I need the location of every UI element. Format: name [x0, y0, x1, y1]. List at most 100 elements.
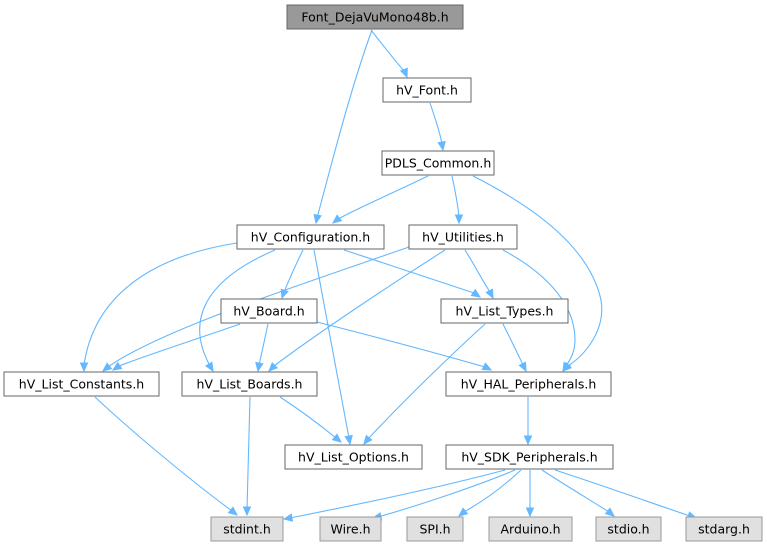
- edge-arrowhead: [111, 361, 123, 371]
- node-label: hV_List_Boards.h: [197, 377, 303, 392]
- node-pdls_common[interactable]: PDLS_Common.h: [381, 150, 495, 176]
- node-box: [319, 516, 382, 542]
- node-box: [3, 371, 160, 397]
- edge-arrowhead: [399, 67, 408, 79]
- node-hv_board[interactable]: hV_Board.h: [220, 298, 318, 324]
- edge-hv_list_boards-to-hv_list_options: [279, 396, 342, 443]
- node-label: stdarg.h: [698, 522, 750, 537]
- node-label: Arduino.h: [500, 522, 560, 537]
- node-spi: SPI.h: [406, 516, 464, 542]
- node-hv_list_types[interactable]: hV_List_Types.h: [440, 298, 569, 324]
- edge-line: [463, 469, 522, 513]
- edge-arrowhead: [437, 140, 446, 152]
- edge-arrowhead: [79, 362, 89, 373]
- node-hv_configuration[interactable]: hV_Configuration.h: [236, 224, 385, 250]
- edge-hv_list_constants-to-stdint: [94, 396, 238, 516]
- edge-arrowhead: [485, 288, 494, 300]
- edge-line: [464, 249, 491, 293]
- edge-line: [273, 249, 446, 367]
- edge-hv_board-to-hv_list_boards: [255, 323, 269, 373]
- node-label: hV_List_Types.h: [456, 304, 554, 319]
- node-wire: Wire.h: [319, 516, 382, 542]
- edge-hv_sdk_peripherals-to-stdarg: [554, 469, 698, 520]
- edge-font_dejavu-to-hv_font: [370, 29, 408, 79]
- edge-line: [429, 102, 443, 145]
- edge-line: [199, 249, 276, 367]
- node-box: [181, 371, 318, 397]
- edge-hv_configuration-to-hv_list_constants: [79, 242, 238, 373]
- node-hv_utilities[interactable]: hV_Utilities.h: [408, 224, 518, 250]
- edge-arrowhead: [331, 433, 342, 443]
- edge-line: [370, 29, 406, 73]
- edge-arrowhead: [481, 362, 493, 371]
- node-stdarg: stdarg.h: [685, 516, 763, 542]
- edge-hv_board-to-hv_list_constants: [111, 323, 241, 371]
- node-hv_list_boards[interactable]: hV_List_Boards.h: [181, 371, 318, 397]
- edge-line: [94, 396, 233, 512]
- edge-hv_hal_peripherals-to-hv_sdk_peripherals: [523, 397, 533, 446]
- edge-line: [289, 469, 506, 519]
- node-hv_sdk_peripherals[interactable]: hV_SDK_Peripherals.h: [445, 444, 614, 470]
- edge-pdls_common-to-hv_hal_peripherals: [472, 175, 603, 372]
- edge-line: [472, 175, 603, 367]
- edge-pdls_common-to-hv_configuration: [332, 175, 429, 224]
- edge-arrowhead: [518, 361, 527, 373]
- edge-hv_sdk_peripherals-to-spi: [458, 469, 522, 517]
- node-label: PDLS_Common.h: [385, 156, 492, 171]
- node-label: hV_List_Constants.h: [19, 377, 144, 392]
- edge-line: [246, 396, 251, 510]
- edge-arrowhead: [204, 361, 214, 373]
- edge-line: [316, 321, 486, 368]
- edge-hv_font-to-pdls_common: [429, 102, 446, 152]
- node-box: [440, 298, 569, 324]
- edge-hv_list_types-to-hv_hal_peripherals: [502, 323, 527, 373]
- node-label: hV_Utilities.h: [422, 230, 504, 245]
- node-box: [406, 516, 464, 542]
- edge-line: [316, 29, 373, 219]
- node-stdio: stdio.h: [595, 516, 662, 542]
- edge-hv_board-to-hv_hal_peripherals: [316, 321, 493, 371]
- node-hv_hal_peripherals[interactable]: hV_HAL_Peripherals.h: [445, 371, 612, 397]
- edge-line: [502, 249, 576, 367]
- node-label: stdint.h: [223, 522, 271, 537]
- node-box: [408, 224, 518, 250]
- edge-arrowhead: [344, 434, 353, 446]
- node-hv_list_options[interactable]: hV_List_Options.h: [284, 444, 423, 470]
- edge-arrowhead: [562, 361, 572, 373]
- edge-line: [502, 323, 524, 366]
- edge-hv_utilities-to-hv_list_types: [464, 249, 494, 300]
- edge-arrowhead: [227, 506, 238, 516]
- node-layer: Font_DejaVuMono48b.h hV_Font.hPDLS_Common…: [3, 4, 763, 542]
- edge-arrowhead: [363, 434, 373, 445]
- edge-hv_configuration-to-hv_list_options: [313, 249, 353, 446]
- node-label: hV_Font.h: [396, 83, 458, 98]
- edge-line: [313, 249, 350, 439]
- edge-line: [118, 323, 241, 367]
- node-box: [382, 77, 472, 103]
- node-label: stdio.h: [607, 522, 649, 537]
- node-arduino: Arduino.h: [488, 516, 573, 542]
- node-label: hV_Board.h: [233, 304, 304, 319]
- edge-arrowhead: [102, 362, 113, 372]
- edge-line: [337, 175, 429, 220]
- node-label: Wire.h: [330, 522, 370, 537]
- node-font_dejavu[interactable]: Font_DejaVuMono48b.h: [286, 4, 464, 30]
- edge-arrowhead: [313, 213, 322, 225]
- edge-hv_utilities-to-hv_hal_peripherals: [502, 249, 576, 373]
- node-box: [284, 444, 423, 470]
- node-hv_font[interactable]: hV_Font.h: [382, 77, 472, 103]
- edge-hv_list_types-to-hv_list_options: [363, 323, 486, 445]
- node-hv_list_constants[interactable]: hV_List_Constants.h: [3, 371, 160, 397]
- edge-line: [83, 242, 238, 366]
- edge-line: [554, 469, 691, 517]
- edge-arrowhead: [268, 361, 279, 372]
- node-label: Font_DejaVuMono48b.h: [301, 10, 448, 25]
- node-box: [595, 516, 662, 542]
- node-box: [685, 516, 763, 542]
- edge-pdls_common-to-hv_utilities: [451, 175, 464, 225]
- node-box: [445, 371, 612, 397]
- edge-arrowhead: [282, 513, 294, 522]
- edge-hv_sdk_peripherals-to-stdint: [282, 469, 506, 522]
- edge-hv_utilities-to-hv_list_boards: [268, 249, 446, 372]
- edge-line: [377, 469, 516, 518]
